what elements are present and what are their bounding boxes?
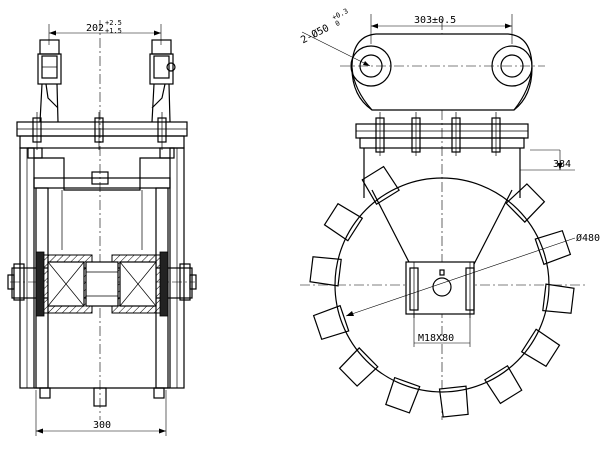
drum-teeth	[309, 165, 575, 418]
dim-diameter: Ø480	[345, 232, 600, 317]
dim-300: 300	[35, 390, 167, 436]
top-plate-bolts	[32, 112, 167, 150]
hole-callout-text: 2-Ø50	[299, 22, 331, 46]
mount-bracket	[351, 33, 533, 111]
drum-tooth	[438, 385, 469, 418]
axle-hub	[85, 261, 119, 307]
hub-bore	[432, 277, 452, 297]
dim-202: 202 +2.5 +1.5	[48, 19, 162, 45]
dim-384: 384	[520, 149, 575, 171]
dim-384-value: 384	[553, 159, 571, 170]
drum-tooth	[505, 183, 546, 223]
left-view: 202 +2.5 +1.5 300	[7, 19, 197, 436]
drum-tooth	[385, 376, 421, 414]
dim-202-value: 202	[86, 23, 104, 34]
hole-tol-upper: +0.3	[331, 7, 350, 22]
right-top-bolts	[375, 112, 501, 156]
drum-tooth	[309, 256, 342, 287]
dim-300-value: 300	[93, 420, 111, 431]
dim-303-value: 303±0.5	[414, 15, 456, 26]
drum-tooth	[323, 202, 364, 242]
right-lug	[149, 39, 176, 85]
dim-202-tol-lower: +1.5	[105, 27, 122, 35]
right-view: 303±0.5 2-Ø50 +0.3 0 384 Ø480	[299, 7, 600, 420]
drum-tooth	[312, 304, 350, 341]
drum-tooth	[534, 229, 572, 266]
drum-outer-circle	[334, 177, 550, 393]
hole-tol-lower: 0	[334, 19, 341, 28]
drum-tooth	[484, 364, 523, 405]
dim-202-tol-upper: +2.5	[105, 19, 122, 27]
bolt-callout-text: M18X80	[418, 333, 454, 344]
left-lug	[37, 39, 62, 85]
drum-tooth	[361, 165, 400, 206]
v-support-arms	[371, 189, 513, 269]
dim-303: 303±0.5	[370, 14, 513, 44]
drum-tooth	[338, 347, 379, 387]
axle-assembly	[7, 251, 197, 317]
drum-tooth	[542, 283, 575, 314]
drum-tooth	[520, 328, 561, 368]
bolt-callout: M18X80	[413, 310, 471, 347]
dim-diameter-value: Ø480	[576, 232, 600, 244]
